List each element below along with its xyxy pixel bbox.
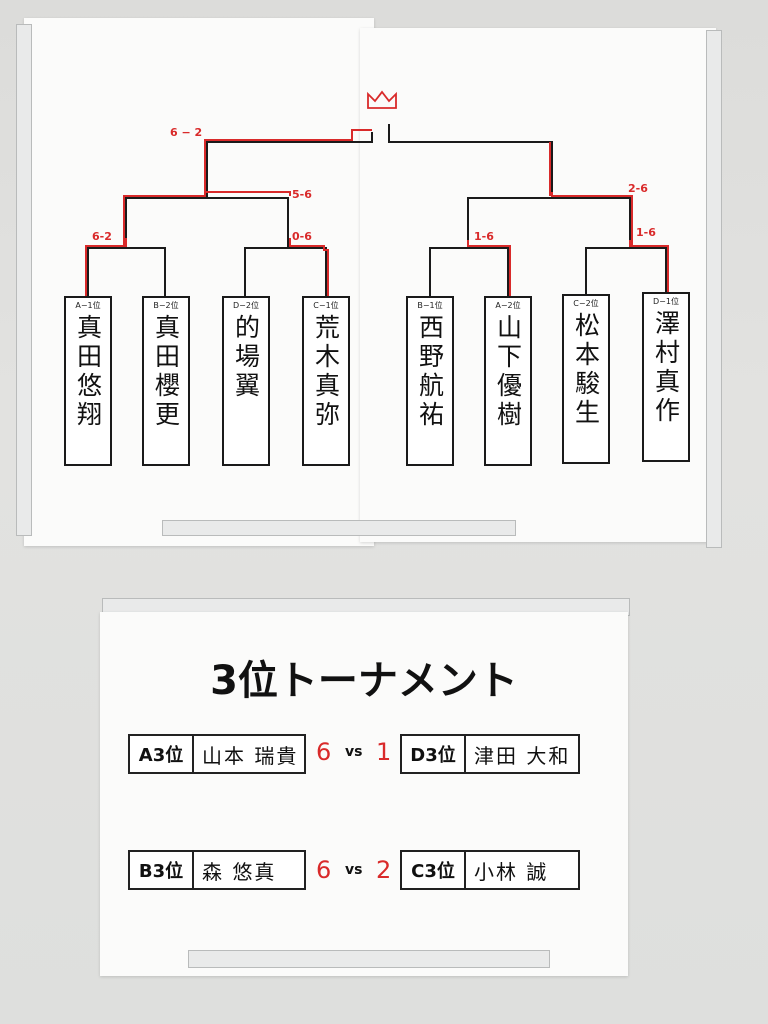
match-score-left: 6 <box>316 738 332 766</box>
vs-label: vs <box>345 744 363 760</box>
score-left-semifinal: 5-6 <box>292 188 312 201</box>
match-right-box: D3位 津田 大和 <box>400 734 580 774</box>
match-score-right: 1 <box>376 738 392 766</box>
player-box: D−1位 澤村真作 <box>642 292 690 462</box>
tape-strip-left <box>16 24 32 536</box>
player-name: 山本 瑞貴 <box>202 743 299 768</box>
vs-label: vs <box>345 862 363 878</box>
score-match-b: 0-6 <box>292 230 312 243</box>
player-box: C−1位 荒木真弥 <box>302 296 350 466</box>
player-rank: D−1位 <box>653 297 679 306</box>
player-box: A−2位 山下優樹 <box>484 296 532 466</box>
match-left-box: A3位 山本 瑞貴 <box>128 734 306 774</box>
score-left-final: 6 − 2 <box>170 126 203 139</box>
player-rank: C−2位 <box>573 299 599 308</box>
player-name: 小林 誠 <box>474 859 549 884</box>
player-name: 西野航祐 <box>415 314 445 430</box>
seed-label: D3位 <box>402 736 466 772</box>
tape-strip-lower <box>188 950 550 968</box>
player-name: 山下優樹 <box>493 314 523 430</box>
player-box: B−2位 真田櫻更 <box>142 296 190 466</box>
player-name: 的場翼 <box>231 314 261 401</box>
score-match-d: 1-6 <box>636 226 656 239</box>
seed-label: C3位 <box>402 852 466 888</box>
tape-strip-bottom <box>162 520 516 536</box>
score-match-c: 1-6 <box>474 230 494 243</box>
player-name: 澤村真作 <box>651 310 681 426</box>
match-score-right: 2 <box>376 856 392 884</box>
tournament-bracket <box>85 90 669 298</box>
player-name: 森 悠真 <box>202 859 277 884</box>
seed-label: B3位 <box>130 852 194 888</box>
match-left-box: B3位 森 悠真 <box>128 850 306 890</box>
player-rank: A−2位 <box>495 301 521 310</box>
player-name: 津田 大和 <box>474 743 571 768</box>
player-name: 真田悠翔 <box>73 314 103 430</box>
player-rank: D−2位 <box>233 301 259 310</box>
player-name: 荒木真弥 <box>311 314 341 430</box>
match-score-left: 6 <box>316 856 332 884</box>
player-rank: B−2位 <box>153 301 179 310</box>
match-right-box: C3位 小林 誠 <box>400 850 580 890</box>
score-match-a: 6-2 <box>92 230 112 243</box>
player-box: A−1位 真田悠翔 <box>64 296 112 466</box>
score-right-final: 2-6 <box>628 182 648 195</box>
player-box: D−2位 的場翼 <box>222 296 270 466</box>
tape-strip-right <box>706 30 722 548</box>
player-name: 松本駿生 <box>571 312 601 428</box>
seed-label: A3位 <box>130 736 194 772</box>
player-rank: C−1位 <box>313 301 339 310</box>
player-rank: B−1位 <box>417 301 443 310</box>
player-name: 真田櫻更 <box>151 314 181 430</box>
third-place-paper <box>100 612 628 976</box>
player-rank: A−1位 <box>75 301 101 310</box>
crown-icon <box>367 90 397 109</box>
third-place-title: 3位トーナメント <box>210 658 518 704</box>
player-box: B−1位 西野航祐 <box>406 296 454 466</box>
player-box: C−2位 松本駿生 <box>562 294 610 464</box>
